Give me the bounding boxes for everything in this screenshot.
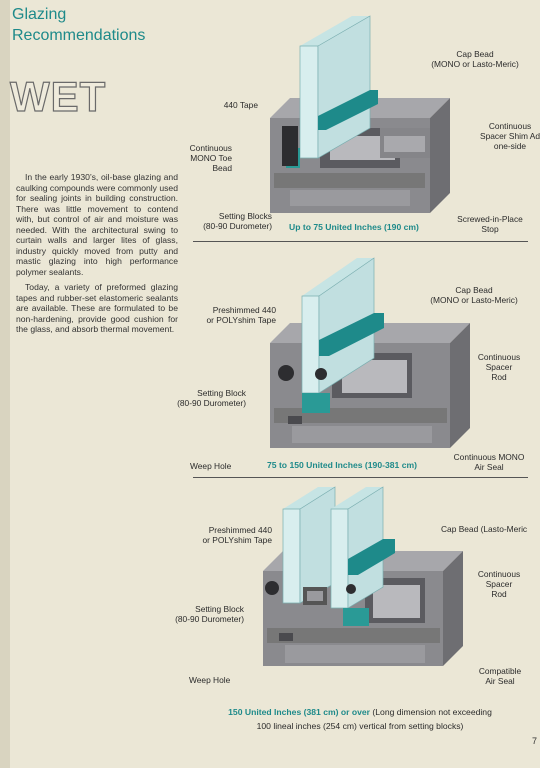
d1-caption: Up to 75 United Inches (190 cm) [289,222,419,232]
d1-tape-label: 440 Tape [223,100,258,110]
d2-setting-block-label: Setting Block (80-90 Durometer) [177,388,246,408]
diagram-3-illustration [263,486,463,666]
d1-spacer-label: Continuous Spacer Shim Adhe one-side [480,121,540,151]
d1-setting-blocks-label: Setting Blocks (80-90 Durometer) [203,211,272,231]
title-line-1: Glazing [12,6,67,23]
d3-air-seal-label: Compatible Air Seal [478,666,522,686]
d2-air-seal-label: Continuous MONO Air Seal [453,452,525,472]
d3-weep-label: Weep Hole [189,675,231,685]
d2-cap-bead-label: Cap Bead (MONO or Lasto-Meric) [430,285,518,305]
d3-caption-teal: 150 United Inches (381 cm) or over [228,707,371,717]
d3-caption-rest: (Long dimension not exceeding [370,707,492,717]
paragraph-1: In the early 1930’s, oil-base glazing an… [16,172,178,277]
d3-cap-bead-label: Cap Bead (Lasto-Meric [441,524,528,534]
d2-caption: 75 to 150 United Inches (190-381 cm) [267,460,417,470]
page-title: Glazing Recommendations [12,4,145,46]
divider-1 [193,241,528,242]
divider-2 [193,477,528,478]
d3-tape-label: Preshimmed 440 or POLYshim Tape [202,525,272,545]
page-number: 7 [532,736,538,746]
d2-spacer-label: Continuous Spacer Rod [477,352,521,382]
d3-caption: 150 United Inches (381 cm) or over (Long… [190,705,530,719]
d3-caption-line2: 100 lineal inches (254 cm) vertical from… [256,721,464,731]
d3-spacer-label: Continuous Spacer Rod [477,569,521,599]
section-heading: WET [9,73,107,120]
d2-tape-label: Preshimmed 440 or POLYshim Tape [206,305,276,325]
page-edge [0,0,10,768]
d1-toe-bead-label: Continuous MONO Toe Bead [189,143,232,173]
body-text: In the early 1930’s, oil-base glazing an… [16,172,178,340]
d1-stop-label: Screwed-in-Place Stop [457,214,523,234]
paragraph-2: Today, a variety of preformed glazing ta… [16,282,178,334]
title-line-2: Recommendations [12,27,146,44]
d1-cap-bead-label: Cap Bead (MONO or Lasto-Meric) [431,49,519,69]
diagram-2-illustration [270,257,470,448]
d3-setting-block-label: Setting Block (80-90 Durometer) [175,604,244,624]
d2-weep-label: Weep Hole [190,461,232,471]
diagram-1-illustration [270,15,450,213]
